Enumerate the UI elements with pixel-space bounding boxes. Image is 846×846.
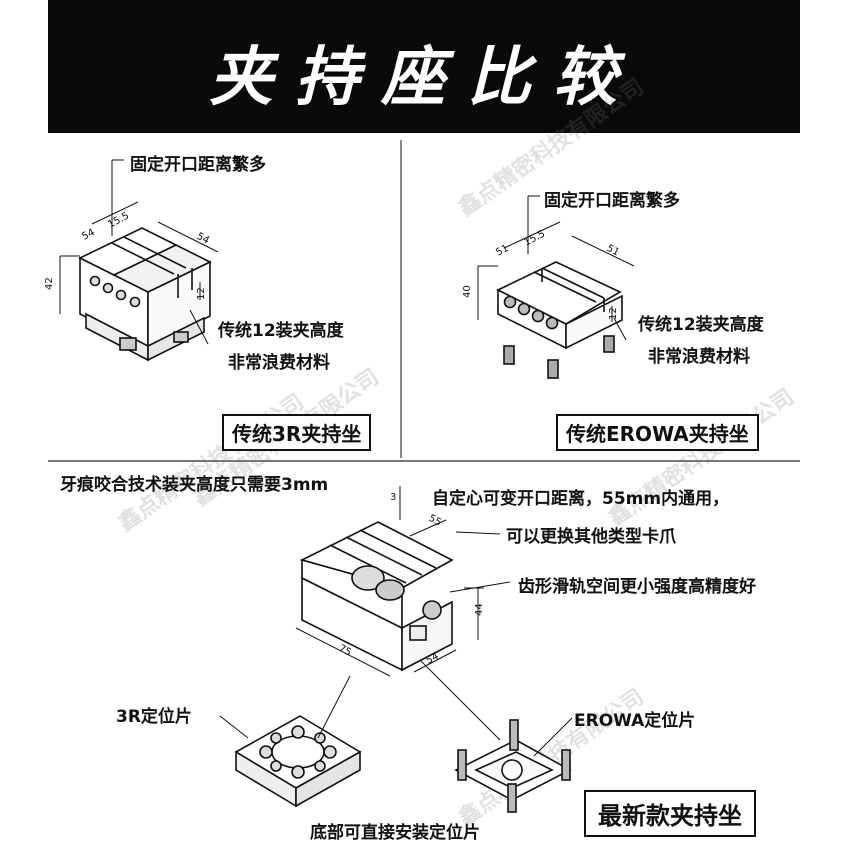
3r-dim-d5: 12 bbox=[196, 287, 207, 300]
erowa-label-height: 传统12装夹高度 bbox=[638, 315, 764, 335]
horizontal-divider bbox=[48, 460, 800, 462]
new-label-rail: 齿形滑轨空间更小强度高精度好 bbox=[518, 577, 756, 597]
new-label-bite: 牙痕咬合技术装夹高度只需要3mm bbox=[60, 475, 329, 495]
new-label-bottom: 底部可直接安装定位片 bbox=[310, 823, 480, 843]
3r-label-height: 传统12装夹高度 bbox=[218, 321, 344, 341]
new-dim-d4: 75 bbox=[337, 643, 353, 659]
erowa-dim-d4: 40 bbox=[462, 285, 473, 298]
3r-dim-d3: 54 bbox=[195, 231, 211, 247]
erowa-dim-d5: 12 bbox=[608, 307, 619, 320]
new-dim-d3: 44 bbox=[474, 603, 485, 616]
new-panel-title: 最新款夹持坐 bbox=[584, 790, 756, 837]
3r-dim-d1: 54 bbox=[80, 227, 96, 243]
erowa-dim-d1: 51 bbox=[494, 243, 510, 259]
erowa-dim-d2: 15.5 bbox=[522, 228, 547, 248]
new-label-erowa-plate: EROWA定位片 bbox=[574, 711, 696, 731]
3r-dim-d4: 42 bbox=[44, 277, 55, 290]
new-label-self-center: 自定心可变开口距离，55mm内通用， bbox=[432, 489, 730, 509]
erowa-plate-drawing bbox=[419, 659, 573, 813]
erowa-label-waste: 非常浪费材料 bbox=[648, 347, 750, 367]
new-holder-drawing bbox=[295, 486, 511, 677]
page-title: 夹持座比较 bbox=[209, 40, 639, 115]
new-dim-d2: 55 bbox=[427, 513, 443, 529]
erowa-panel-title: 传统EROWA夹持坐 bbox=[556, 414, 759, 451]
3r-label-waste: 非常浪费材料 bbox=[228, 353, 330, 373]
3r-label-opening: 固定开口距离繁多 bbox=[130, 155, 266, 175]
3r-plate-drawing bbox=[219, 675, 362, 808]
new-dim-d5: 54 bbox=[424, 651, 440, 667]
vertical-divider bbox=[400, 140, 402, 458]
new-dim-d1: 3 bbox=[390, 492, 396, 503]
erowa-holder-drawing bbox=[477, 195, 635, 379]
erowa-dim-d3: 51 bbox=[605, 243, 621, 259]
new-label-swap: 可以更换其他类型卡爪 bbox=[506, 527, 676, 547]
3r-dim-d2: 15.5 bbox=[106, 210, 131, 230]
header-banner: 夹持座比较 bbox=[48, 0, 800, 133]
erowa-label-opening: 固定开口距离繁多 bbox=[544, 191, 680, 211]
3r-panel-title: 传统3R夹持坐 bbox=[222, 414, 372, 451]
new-label-3r-plate: 3R定位片 bbox=[116, 707, 192, 727]
3r-holder-drawing bbox=[59, 159, 219, 362]
